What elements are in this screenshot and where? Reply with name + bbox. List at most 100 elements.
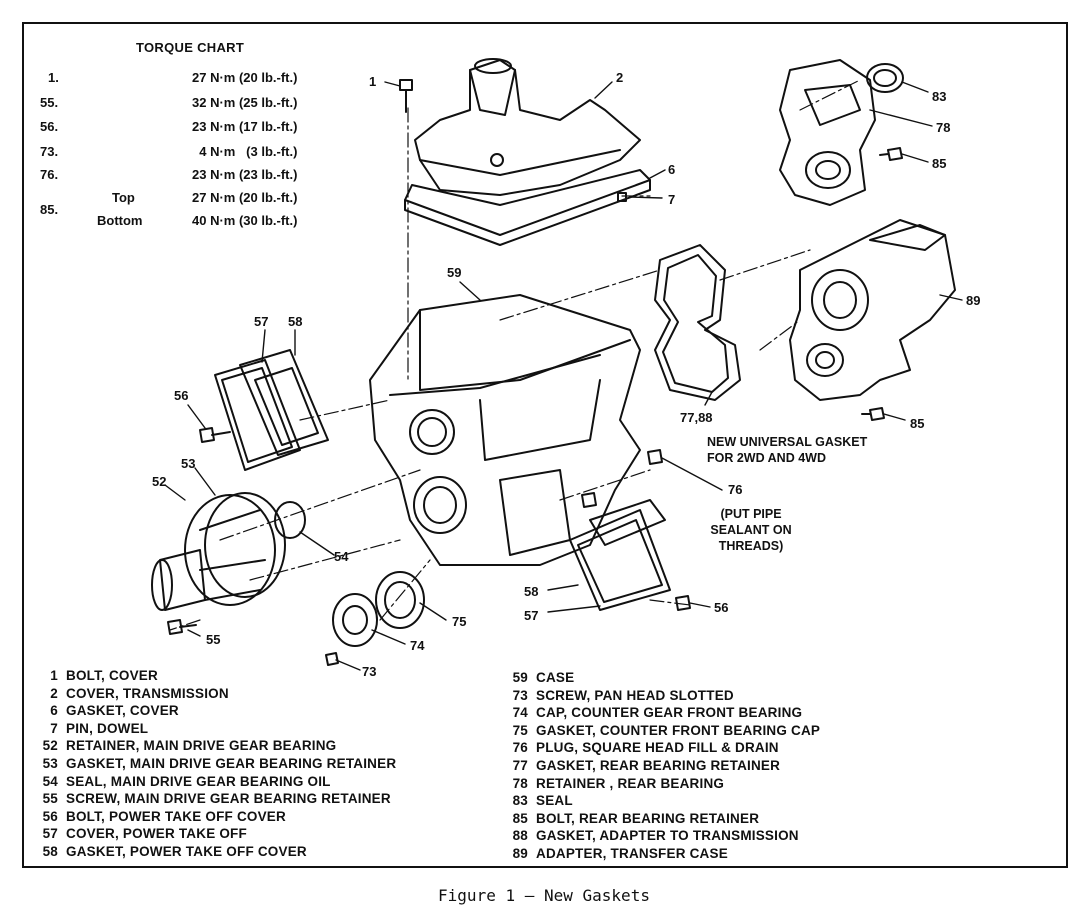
legend-item: 89 ADAPTER, TRANSFER CASE: [490, 845, 820, 863]
legend-item-number: 52: [42, 738, 58, 754]
legend-item-text: BOLT, REAR BEARING RETAINER: [536, 810, 760, 826]
plug-76-a: [647, 449, 663, 465]
legend-item-number: 6: [50, 703, 58, 719]
legend-item-text: COVER, POWER TAKE OFF: [66, 826, 247, 842]
main-drive-gear-retainer-52-53: [151, 492, 286, 611]
legend-item-text: SEAL, MAIN DRIVE GEAR BEARING OIL: [66, 773, 331, 789]
plug-76-b: [581, 492, 597, 508]
callout-74: 74: [410, 638, 425, 653]
sealant-note-line: SEALANT ON: [710, 523, 792, 537]
callout-2: 2: [616, 70, 624, 85]
callout-58-lower: 58: [524, 584, 539, 599]
legend-item-number: 83: [512, 793, 528, 809]
legend-item-text: PIN, DOWEL: [66, 720, 149, 736]
legend-item-number: 77: [512, 757, 528, 773]
sealant-note-line: (PUT PIPE: [720, 507, 782, 521]
callout-56-lower: 56: [714, 600, 729, 615]
screw-55: [167, 619, 197, 635]
torque-num: 56.: [40, 119, 59, 134]
callout-78: 78: [936, 120, 951, 135]
callout-1: 1: [369, 74, 377, 89]
legend-item-number: 57: [42, 826, 58, 842]
gasket-note: NEW UNIVERSAL GASKET FOR 2WD AND 4WD: [707, 434, 867, 466]
legend-item-text: GASKET, COVER: [66, 703, 179, 719]
dowel-pin-7: [617, 192, 627, 202]
torque-chart-title: TORQUE CHART: [136, 40, 245, 55]
callout-73: 73: [362, 664, 377, 679]
torque-num: 73.: [40, 144, 59, 159]
gasket-note-line: NEW UNIVERSAL GASKET: [707, 435, 868, 449]
callout-75: 75: [452, 614, 467, 629]
legend-item: 6 GASKET, COVER: [20, 702, 396, 720]
counter-gear-cap-74-75: [332, 571, 425, 647]
legend-item-text: GASKET, MAIN DRIVE GEAR BEARING RETAINER: [66, 755, 397, 771]
seal-54: [274, 501, 306, 539]
callout-85-bottom: 85: [910, 416, 925, 431]
figure-caption: Figure 1 — New Gaskets: [438, 886, 650, 905]
legend-item-text: SCREW, PAN HEAD SLOTTED: [536, 687, 734, 703]
legend-item-number: 54: [42, 773, 58, 789]
bolt-56-lower: [675, 595, 691, 611]
legend-item-number: 1: [50, 668, 58, 683]
legend-item-number: 7: [50, 720, 58, 736]
bolt-56-upper: [199, 427, 231, 443]
legend-item-text: PLUG, SQUARE HEAD FILL & DRAIN: [536, 740, 779, 756]
legend-item-text: GASKET, ADAPTER TO TRANSMISSION: [536, 828, 799, 844]
legend-item-text: SEAL: [536, 793, 573, 809]
callout-54: 54: [334, 549, 349, 564]
callout-89: 89: [966, 293, 981, 308]
legend-item-number: 2: [50, 685, 58, 701]
callout-76: 76: [728, 482, 743, 497]
torque-value: 4 N·m (3 lb.-ft.): [192, 144, 298, 159]
legend-item-number: 89: [512, 845, 528, 861]
callout-53: 53: [181, 456, 196, 471]
callout-57-lower: 57: [524, 608, 539, 623]
torque-position-bottom: Bottom: [97, 213, 143, 228]
callout-55: 55: [206, 632, 221, 647]
figure-frame: [22, 22, 1068, 868]
legend-item-text: CASE: [536, 670, 575, 685]
transmission-case-59: [369, 294, 641, 566]
callout-56-upper: 56: [174, 388, 189, 403]
gasket-77-88: [654, 244, 741, 401]
bolt-1: [399, 79, 413, 113]
pto-cover-57-58-lower: [569, 499, 671, 611]
legend-item: 83 SEAL: [490, 792, 820, 810]
torque-value: 27 N·m (20 lb.-ft.): [192, 190, 298, 205]
sealant-note: (PUT PIPE SEALANT ON THREADS): [686, 506, 816, 554]
callout-52: 52: [152, 474, 167, 489]
legend-item-number: 88: [512, 828, 528, 844]
legend-item-number: 59: [512, 670, 528, 685]
legend-item-text: BOLT, POWER TAKE OFF COVER: [66, 808, 286, 824]
leader-lines: [164, 81, 963, 671]
legend-item-text: ADAPTER, TRANSFER CASE: [536, 845, 728, 861]
legend-item-number: 55: [42, 791, 58, 807]
transfer-case-adapter-89: [789, 219, 956, 401]
legend-item-number: 73: [512, 687, 528, 703]
callout-7: 7: [668, 192, 676, 207]
callout-57-upper: 57: [254, 314, 269, 329]
torque-num: 85.: [40, 202, 59, 217]
legend-item-number: 78: [512, 775, 528, 791]
legend-item-text: GASKET, POWER TAKE OFF COVER: [66, 843, 307, 859]
legend-item-number: 53: [42, 755, 58, 771]
torque-num: 55.: [40, 95, 59, 110]
torque-value: 32 N·m (25 lb.-ft.): [192, 95, 298, 110]
legend-item: 73 SCREW, PAN HEAD SLOTTED: [490, 687, 820, 705]
legend-item: 57 COVER, POWER TAKE OFF: [20, 825, 396, 843]
screw-73: [325, 652, 339, 666]
legend-item-number: 74: [512, 705, 528, 721]
sealant-note-line: THREADS): [718, 539, 784, 553]
legend-item-text: RETAINER , REAR BEARING: [536, 775, 725, 791]
